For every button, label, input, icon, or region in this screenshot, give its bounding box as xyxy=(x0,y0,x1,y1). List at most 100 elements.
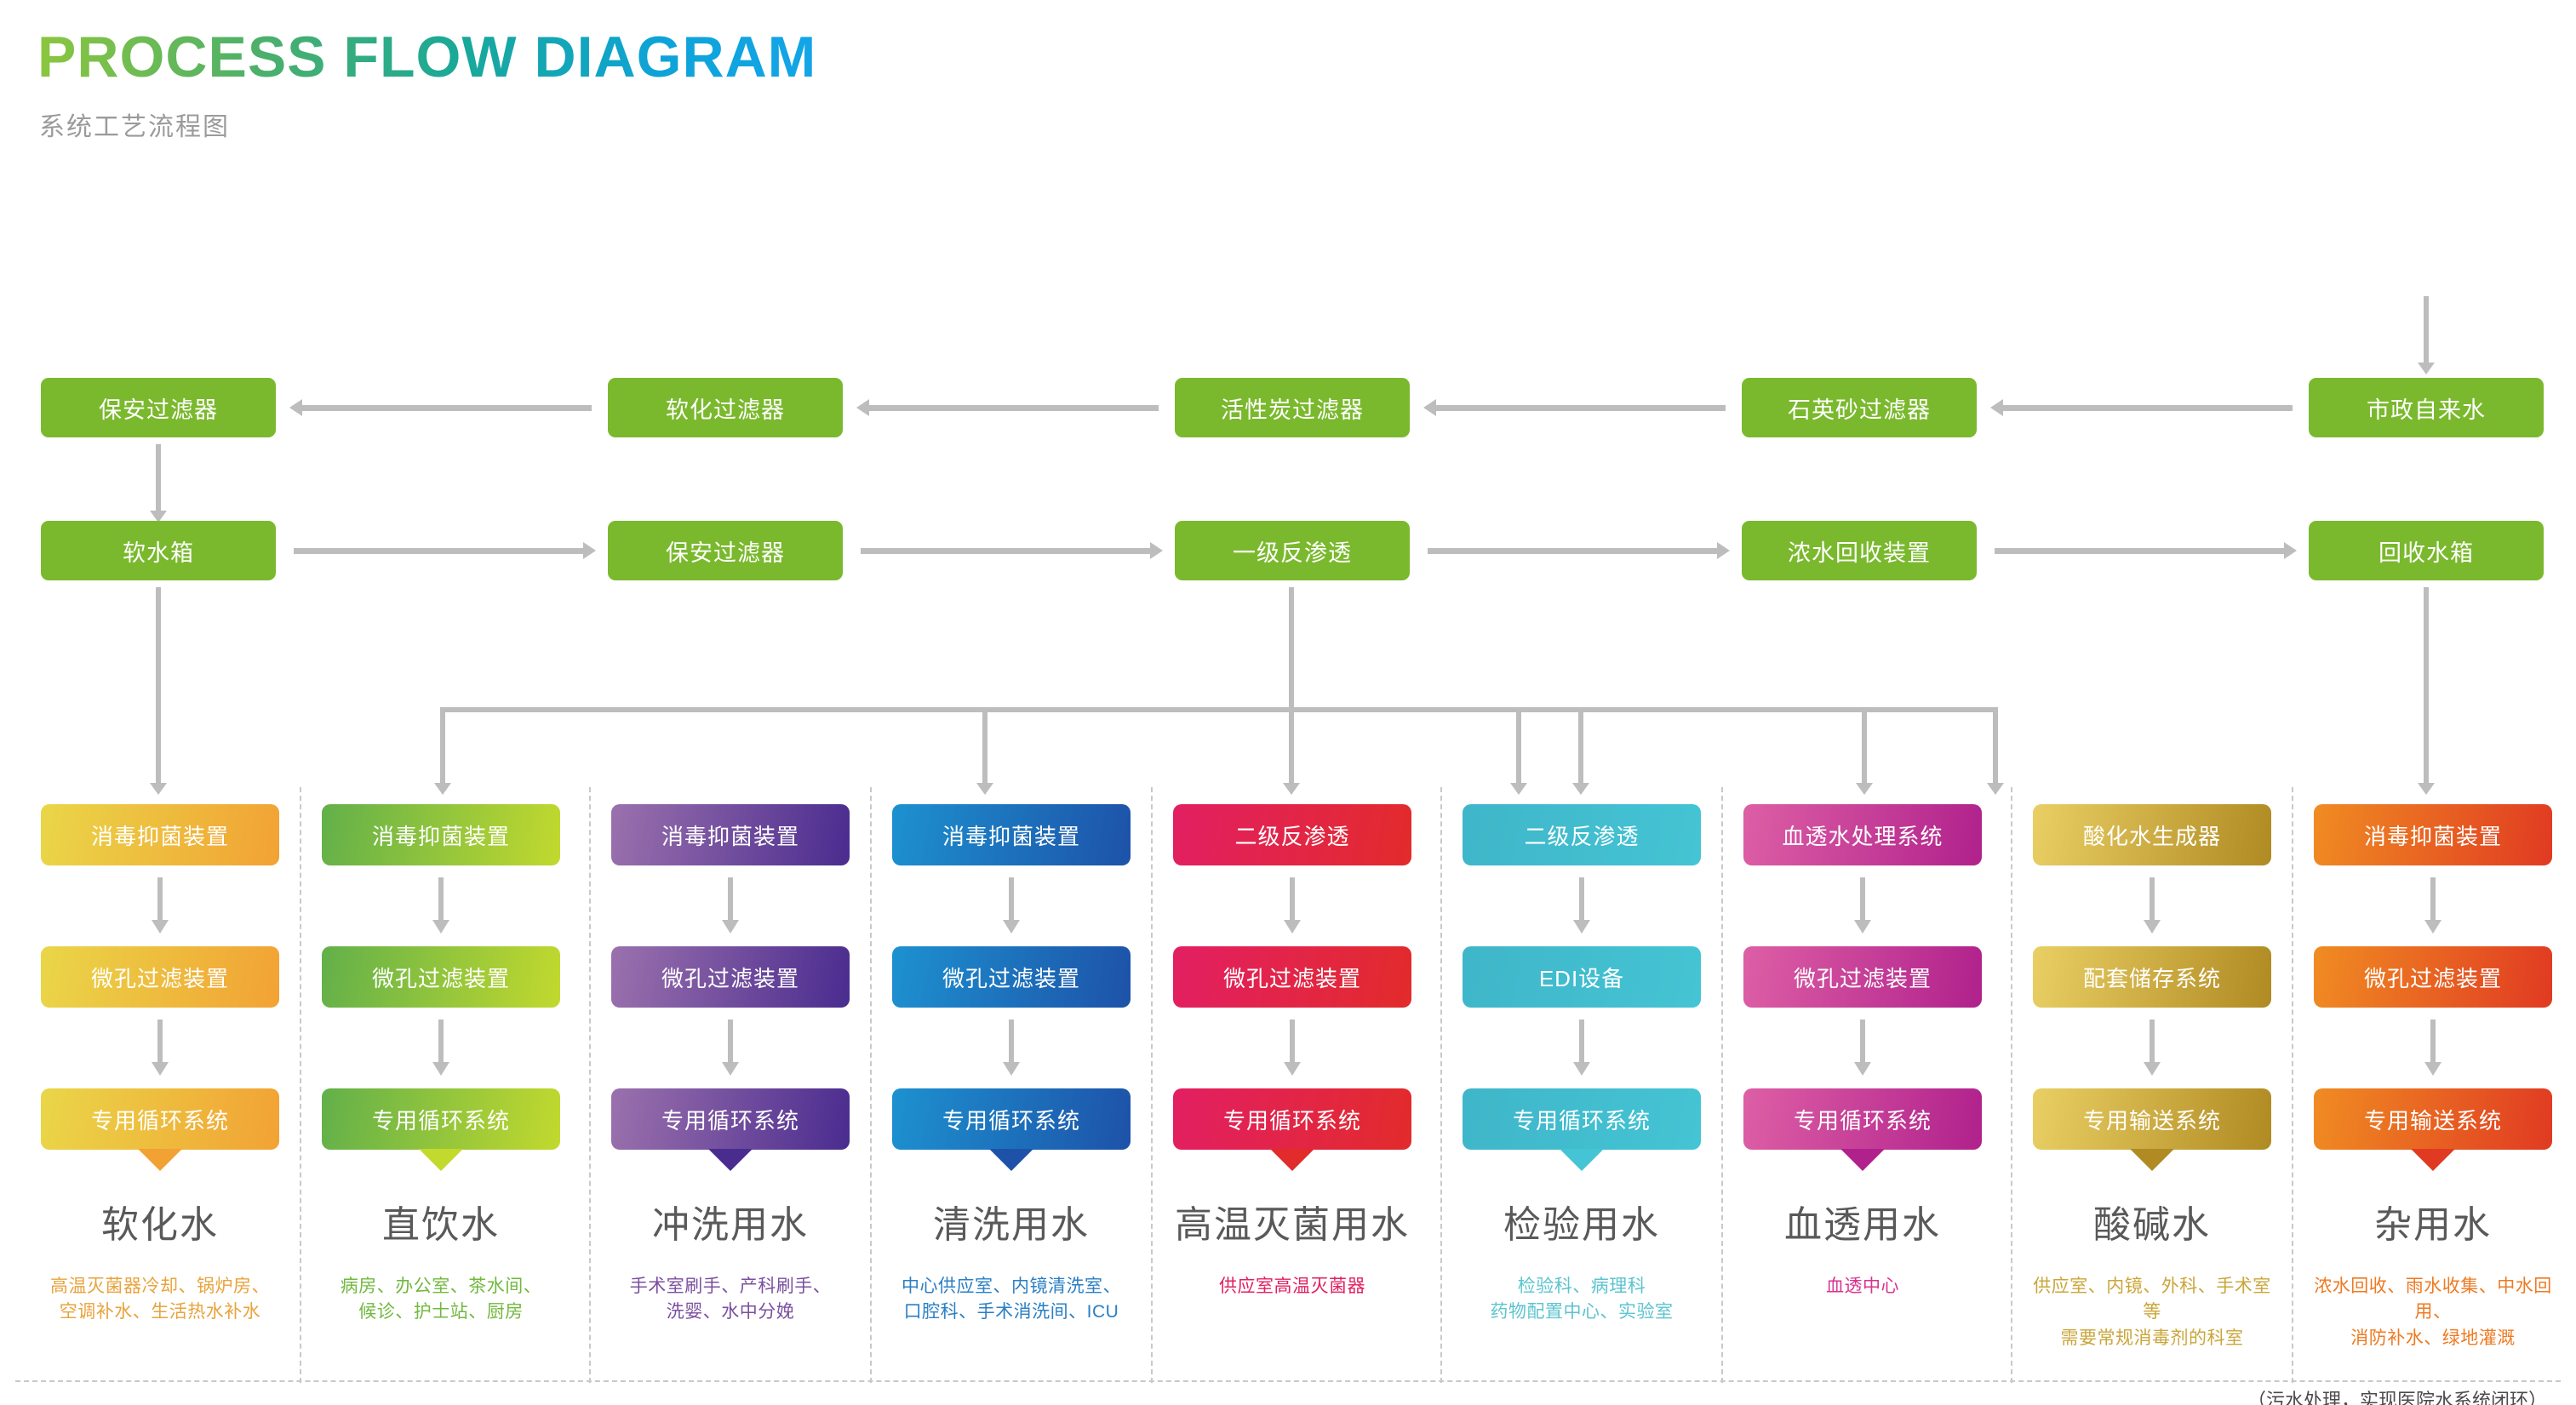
branch-cleaning-water-title: 清洗用水 xyxy=(933,1204,1090,1246)
arrow-recycle-tank-to-branch9 xyxy=(2418,587,2435,795)
arrow-bus-to-branch2 xyxy=(434,707,451,795)
branch-high-temp-sterilization-water-step-2[interactable]: 微孔过滤装置 xyxy=(1173,946,1411,1008)
caption-line: 药物配置中心、实验室 xyxy=(1490,1302,1674,1322)
arrow-r1c1-to-r2c1 xyxy=(150,444,167,523)
arrow-bus-to-branch3 xyxy=(976,707,993,795)
branch-direct-drinking-water-step-1[interactable]: 消毒抑菌装置 xyxy=(322,804,560,865)
arrow-r2-c3-to-c4 xyxy=(1428,542,1730,559)
branch-step-label: 微孔过滤装置 xyxy=(661,965,799,991)
branch-acid-alkaline-water-arrow-1 xyxy=(2033,865,2271,946)
arrow-r1-c3-to-c2 xyxy=(856,399,1159,416)
branch-step-label: 消毒抑菌装置 xyxy=(661,823,799,849)
pretreatment-box-r1c5[interactable]: 市政自来水 xyxy=(2309,378,2544,437)
branch-step-label: 消毒抑菌装置 xyxy=(371,823,510,849)
branch-miscellaneous-water-caption: 浓水回收、雨水收集、中水回用、消防补水、绿地灌溉 xyxy=(2314,1274,2552,1351)
branch-laboratory-water-step-3[interactable]: 专用循环系统 xyxy=(1463,1088,1701,1150)
caption-line: 病房、办公室、茶水间、 xyxy=(340,1276,542,1296)
branch-step-label: 微孔过滤装置 xyxy=(90,965,229,991)
branch-high-temp-sterilization-water-step-1[interactable]: 二级反渗透 xyxy=(1173,804,1411,865)
caption-line: 血透中心 xyxy=(1826,1276,1899,1296)
caption-line: 手术室刷手、产科刷手、 xyxy=(629,1276,832,1296)
branch-step-label: 微孔过滤装置 xyxy=(1222,965,1361,991)
branch-step-label: 血透水处理系统 xyxy=(1782,823,1943,849)
branch-step-label: 二级反渗透 xyxy=(1234,823,1350,849)
branch-direct-drinking-water-title: 直饮水 xyxy=(382,1204,500,1246)
pretreatment-box-r2c3[interactable]: 一级反渗透 xyxy=(1175,521,1410,580)
branch-acid-alkaline-water-arrow-2 xyxy=(2033,1008,2271,1088)
caption-line: 浓水回收、雨水收集、中水回用、 xyxy=(2314,1276,2552,1322)
branch-acid-alkaline-water-step-3[interactable]: 专用输送系统 xyxy=(2033,1088,2271,1150)
caption-line: 空调补水、生活热水补水 xyxy=(59,1302,261,1322)
branch-miscellaneous-water-step-1[interactable]: 消毒抑菌装置 xyxy=(2314,804,2552,865)
branch-step-label: 微孔过滤装置 xyxy=(1793,965,1932,991)
branch-step-label: 消毒抑菌装置 xyxy=(90,823,229,849)
arrow-bus-to-branch7 xyxy=(1856,707,1873,795)
branch-step-label: 专用循环系统 xyxy=(371,1107,510,1134)
branch-miscellaneous-water-arrow-1 xyxy=(2314,865,2552,946)
pretreatment-box-r1c2[interactable]: 软化过滤器 xyxy=(608,378,843,437)
pretreatment-box-r1c3[interactable]: 活性炭过滤器 xyxy=(1175,378,1410,437)
arrow-r2-c4-to-c5 xyxy=(1995,542,2297,559)
branch-laboratory-water-arrow-2 xyxy=(1463,1008,1701,1088)
branch-high-temp-sterilization-water-step-3[interactable]: 专用循环系统 xyxy=(1173,1088,1411,1150)
arrow-r1-c5-to-c4 xyxy=(1990,399,2293,416)
branch-softened-water-step-3[interactable]: 专用循环系统 xyxy=(41,1088,279,1150)
branch-flushing-water-step-3[interactable]: 专用循环系统 xyxy=(611,1088,850,1150)
branch-softened-water-caption: 高温灭菌器冷却、锅炉房、空调补水、生活热水补水 xyxy=(41,1274,279,1326)
branch-step-label: 专用循环系统 xyxy=(942,1107,1080,1134)
branch-cleaning-water-caption: 中心供应室、内镜清洗室、口腔科、手术消洗间、ICU xyxy=(892,1274,1131,1326)
caption-line: 供应室、内镜、外科、手术室等 xyxy=(2033,1276,2271,1322)
page-subtitle: 系统工艺流程图 xyxy=(39,113,230,141)
caption-line: 供应室高温灭菌器 xyxy=(1219,1276,1365,1296)
branch-miscellaneous-water-step-3[interactable]: 专用输送系统 xyxy=(2314,1088,2552,1150)
caption-line: 高温灭菌器冷却、锅炉房、 xyxy=(50,1276,270,1296)
pretreatment-box-r1c1[interactable]: 保安过滤器 xyxy=(41,378,276,437)
branch-hemodialysis-water-step-2[interactable]: 微孔过滤装置 xyxy=(1743,946,1982,1008)
branch-acid-alkaline-water-step-2[interactable]: 配套储存系统 xyxy=(2033,946,2271,1008)
arrow-bus-to-branch6 xyxy=(1572,707,1589,795)
branch-acid-alkaline-water-step-1[interactable]: 酸化水生成器 xyxy=(2033,804,2271,865)
branch-softened-water-arrow-2 xyxy=(41,1008,279,1088)
branch-step-label: 配套储存系统 xyxy=(2082,965,2221,991)
branch-softened-water-step-1[interactable]: 消毒抑菌装置 xyxy=(41,804,279,865)
branch-hemodialysis-water-arrow-1 xyxy=(1743,865,1982,946)
branch-flushing-water-step-1[interactable]: 消毒抑菌装置 xyxy=(611,804,850,865)
branch-direct-drinking-water-step-3[interactable]: 专用循环系统 xyxy=(322,1088,560,1150)
caption-line: 检验科、病理科 xyxy=(1517,1276,1646,1296)
branch-cleaning-water-step-2[interactable]: 微孔过滤装置 xyxy=(892,946,1131,1008)
branch-cleaning-water-step-3[interactable]: 专用循环系统 xyxy=(892,1088,1131,1150)
branch-laboratory-water-step-2[interactable]: EDI设备 xyxy=(1463,946,1701,1008)
branch-step-label: 微孔过滤装置 xyxy=(371,965,510,991)
branch-high-temp-sterilization-water-caption: 供应室高温灭菌器 xyxy=(1173,1274,1411,1299)
branch-flushing-water-arrow-2 xyxy=(611,1008,850,1088)
pretreatment-box-r2c4[interactable]: 浓水回收装置 xyxy=(1742,521,1977,580)
branch-cleaning-water-arrow-2 xyxy=(892,1008,1131,1088)
branch-column-flushing-water: 消毒抑菌装置微孔过滤装置专用循环系统冲洗用水手术室刷手、产科刷手、洗婴、水中分娩 xyxy=(611,804,850,1326)
branch-direct-drinking-water-caption: 病房、办公室、茶水间、候诊、护士站、厨房 xyxy=(322,1274,560,1326)
branch-flushing-water-step-2[interactable]: 微孔过滤装置 xyxy=(611,946,850,1008)
branch-flushing-water-caption: 手术室刷手、产科刷手、洗婴、水中分娩 xyxy=(611,1274,850,1326)
footer-note: （污水处理，实现医院水系统闭环） xyxy=(2247,1390,2547,1405)
pretreatment-box-r2c2[interactable]: 保安过滤器 xyxy=(608,521,843,580)
branch-laboratory-water-caption: 检验科、病理科药物配置中心、实验室 xyxy=(1463,1274,1701,1326)
branch-high-temp-sterilization-water-arrow-2 xyxy=(1173,1008,1411,1088)
branch-cleaning-water-step-1[interactable]: 消毒抑菌装置 xyxy=(892,804,1131,865)
branch-column-acid-alkaline-water: 酸化水生成器配套储存系统专用输送系统酸碱水供应室、内镜、外科、手术室等需要常规消… xyxy=(2033,804,2271,1351)
branch-hemodialysis-water-step-3[interactable]: 专用循环系统 xyxy=(1743,1088,1982,1150)
branch-laboratory-water-step-1[interactable]: 二级反渗透 xyxy=(1463,804,1701,865)
pretreatment-box-r1c4[interactable]: 石英砂过滤器 xyxy=(1742,378,1977,437)
branch-miscellaneous-water-step-2[interactable]: 微孔过滤装置 xyxy=(2314,946,2552,1008)
branch-step-label: 微孔过滤装置 xyxy=(2363,965,2502,991)
pretreatment-box-r2c1[interactable]: 软水箱 xyxy=(41,521,276,580)
branch-flushing-water-title: 冲洗用水 xyxy=(652,1204,809,1246)
branch-hemodialysis-water-step-1[interactable]: 血透水处理系统 xyxy=(1743,804,1982,865)
branch-direct-drinking-water-arrow-2 xyxy=(322,1008,560,1088)
pretreatment-box-r2c5[interactable]: 回收水箱 xyxy=(2309,521,2544,580)
caption-line: 洗婴、水中分娩 xyxy=(666,1302,795,1322)
branch-step-label: 专用循环系统 xyxy=(1222,1107,1361,1134)
branch-direct-drinking-water-step-2[interactable]: 微孔过滤装置 xyxy=(322,946,560,1008)
branch-flushing-water-arrow-1 xyxy=(611,865,850,946)
branch-softened-water-step-2[interactable]: 微孔过滤装置 xyxy=(41,946,279,1008)
